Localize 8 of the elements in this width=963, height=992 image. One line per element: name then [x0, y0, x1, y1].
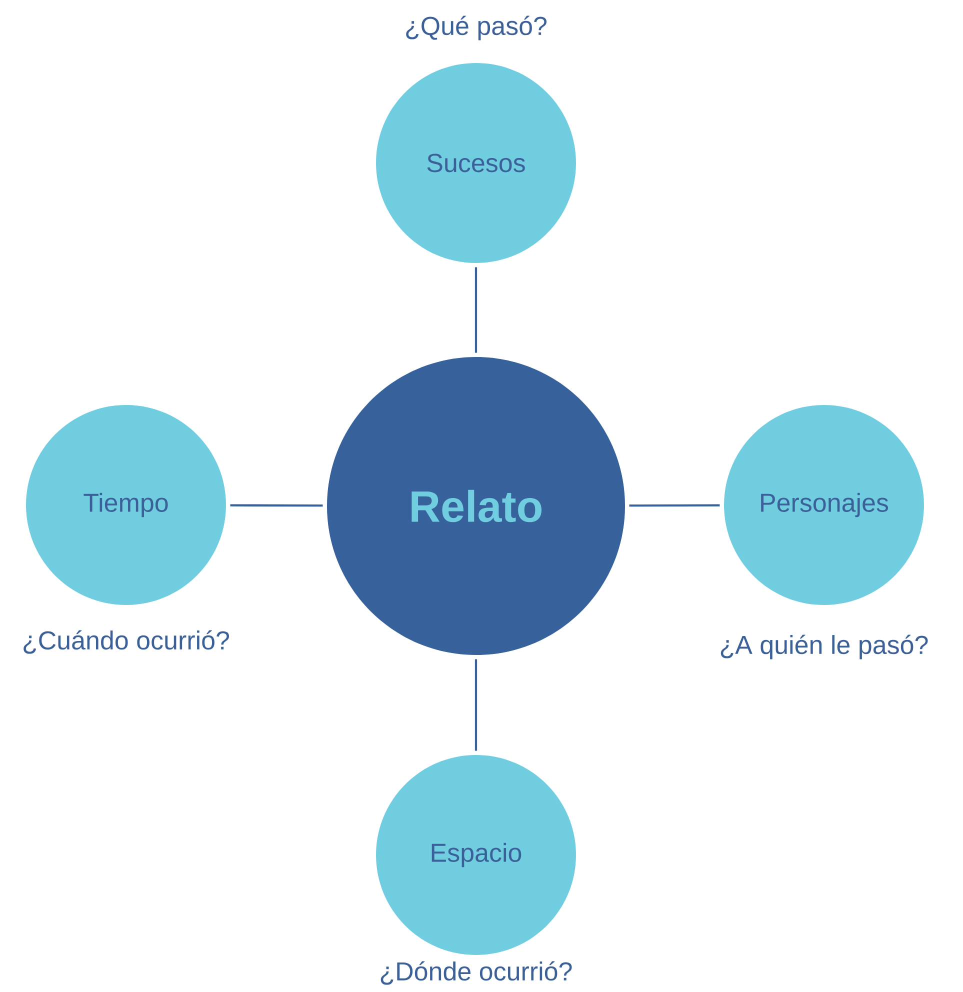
- question-label: ¿Cuándo ocurrió?: [24, 630, 230, 654]
- connector-line: [474, 659, 478, 751]
- question-label: ¿Dónde ocurrió?: [380, 961, 572, 985]
- connector-line: [474, 267, 478, 353]
- connector-line: [230, 504, 323, 507]
- connector-line: [629, 504, 720, 507]
- question-label: ¿A quién le pasó?: [720, 634, 928, 660]
- question-label: ¿Qué pasó?: [406, 16, 547, 40]
